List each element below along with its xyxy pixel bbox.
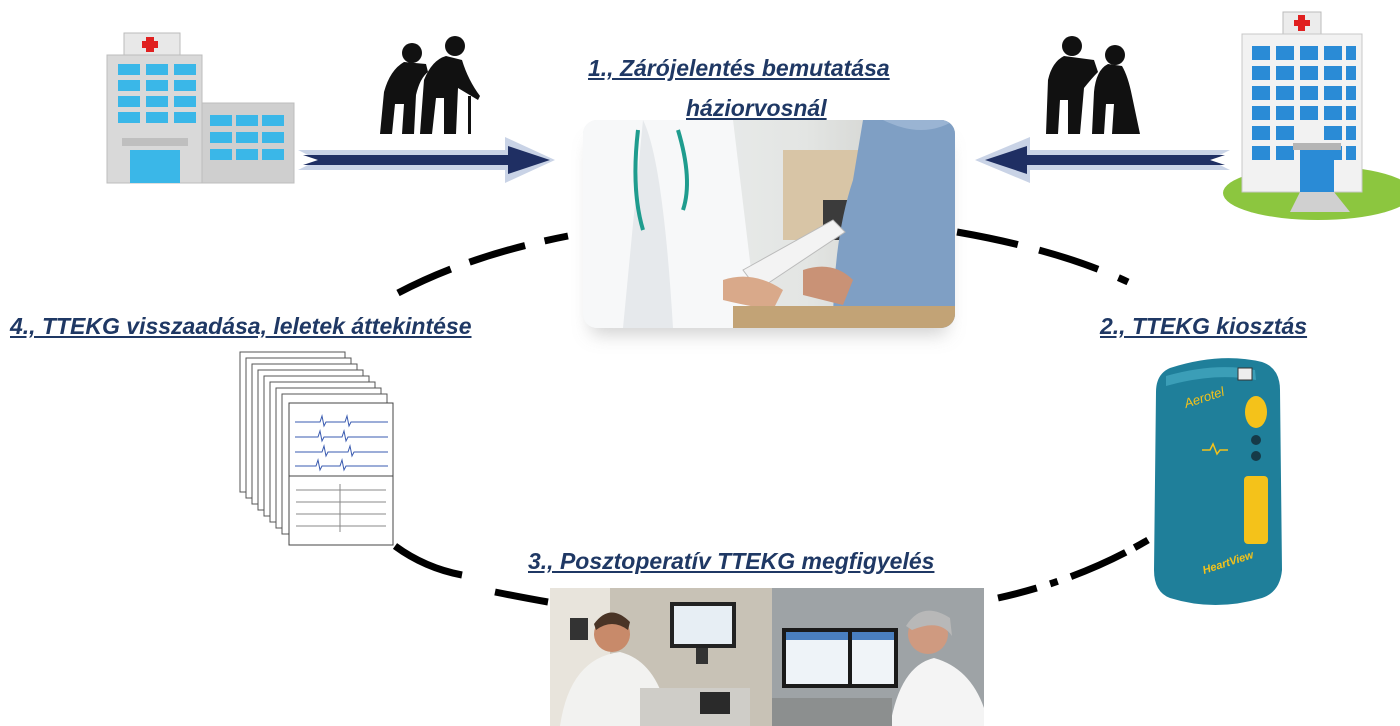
arrow-to-gp-right [975, 137, 1230, 183]
hospital-right-icon [1223, 11, 1400, 220]
step2-label: 2., TTEKG kiosztás [1100, 313, 1308, 339]
cycle-arc-top-right [956, 228, 1130, 286]
ecg-report-stack-icon [239, 351, 394, 546]
step4-label: 4., TTEKG visszaadása, leletek áttekinté… [10, 313, 472, 339]
gp-consultation-photo [583, 120, 955, 328]
step1-label-line2: háziorvosnál [686, 95, 827, 121]
hospital-left-icon [106, 32, 295, 184]
arrow-to-gp-left [298, 137, 555, 183]
step1-label-line1: 1., Zárójelentés bemutatása [588, 55, 890, 81]
elderly-couple-left-icon [380, 36, 480, 134]
elderly-couple-right-icon [1046, 36, 1140, 134]
cycle-arc-top-left [396, 232, 569, 297]
step3-label: 3., Posztoperatív TTEKG megfigyelés [528, 548, 935, 574]
cycle-dashed-path [392, 228, 1150, 606]
monitoring-center-photo [550, 588, 984, 726]
cycle-arc-bottom-left [392, 543, 463, 579]
ttekg-device-icon: Aerotel HeartView [1154, 358, 1282, 605]
cycle-arc-bottom-right [997, 536, 1150, 602]
cycle-arc-bottom-left-2 [494, 588, 549, 606]
